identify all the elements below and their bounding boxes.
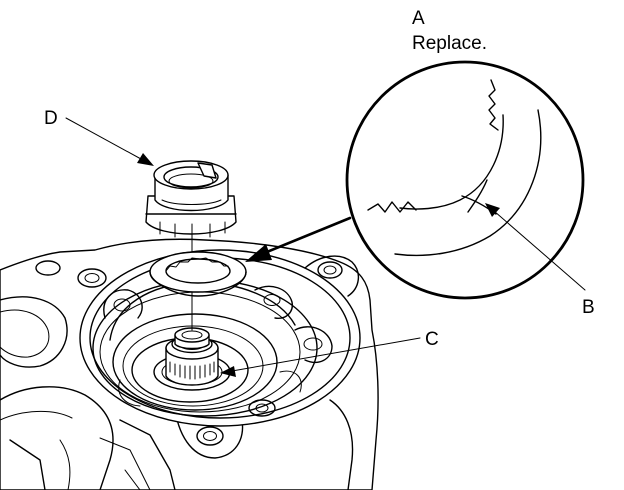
callout-a-note: Replace. <box>412 33 487 54</box>
leader-c <box>220 337 421 377</box>
callout-c-letter: C <box>425 329 439 350</box>
stake-washer <box>149 251 247 297</box>
transmission-housing <box>0 238 379 490</box>
locknut-d <box>145 160 237 239</box>
leader-b <box>485 203 586 291</box>
callout-d-letter: D <box>44 108 58 129</box>
detail-pointer-arrow <box>245 216 352 262</box>
leader-d <box>65 117 154 166</box>
callout-a-letter: A <box>412 8 425 29</box>
callout-b-letter: B <box>582 297 595 318</box>
detail-magnifier <box>345 60 585 300</box>
